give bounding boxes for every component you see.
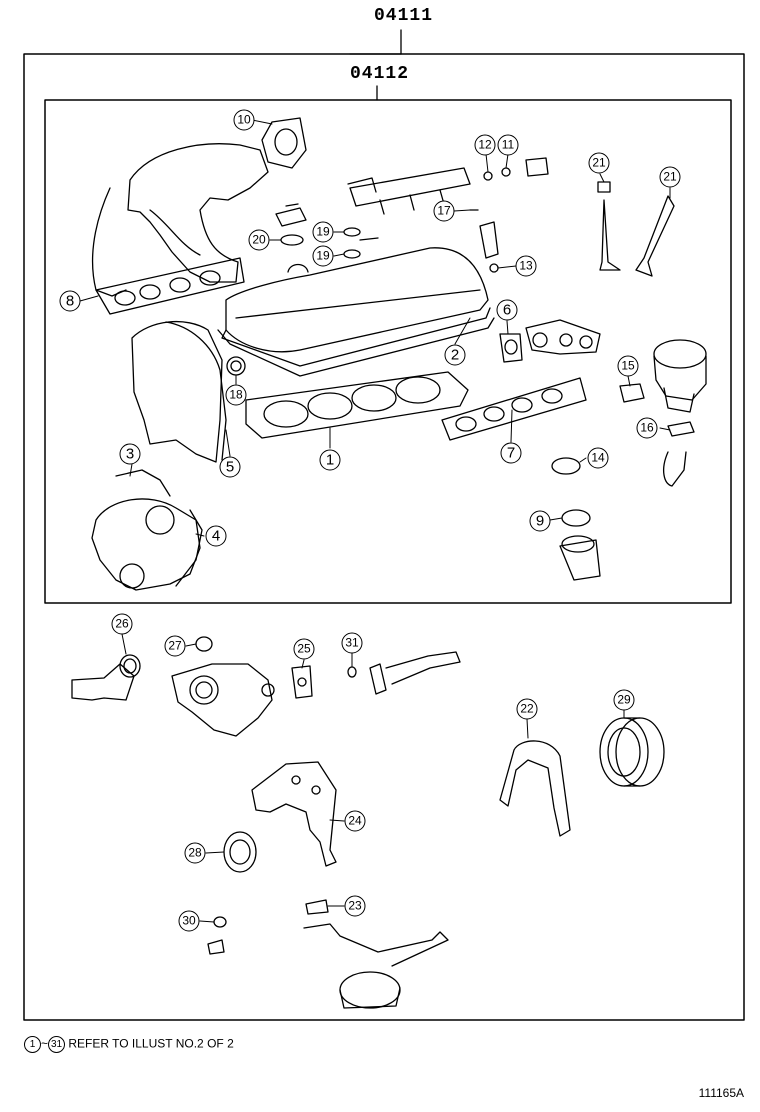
footer-note-text: REFER TO ILLUST NO.2 OF 2 (68, 1036, 234, 1051)
callout-18: 18 (225, 384, 247, 406)
oil-seal-retainer-drawing (499, 740, 571, 837)
callout-27: 27 (164, 635, 186, 657)
callout-10: 10 (233, 109, 255, 131)
callout-25: 25 (293, 638, 315, 660)
figure-id: 111165A (698, 1086, 744, 1100)
callout-31: 31 (341, 632, 363, 654)
callout-4: 4 (205, 525, 227, 547)
callout-3: 3 (119, 443, 141, 465)
footer-note: 1~31 REFER TO ILLUST NO.2 OF 2 (24, 1036, 234, 1053)
timing-belt-drawing (115, 469, 171, 497)
callout-23: 23 (344, 895, 366, 917)
kit-part-number: 04111 (374, 6, 434, 26)
callout-21a: 21 (588, 152, 610, 174)
callout-24: 24 (344, 810, 366, 832)
callout-8: 8 (59, 290, 81, 312)
sub-kit-part-number: 04112 (350, 64, 410, 84)
head-gasket-drawing (245, 371, 469, 439)
egr-valve-drawing (619, 339, 707, 487)
outer-kit-frame (23, 53, 745, 1021)
intake-manifold-drawing (91, 117, 307, 297)
callout-14: 14 (587, 447, 609, 469)
callout-9: 9 (529, 510, 551, 532)
callout-26: 26 (111, 613, 133, 635)
intake-gasket-drawing (95, 257, 245, 315)
range-separator: ~ (41, 1036, 49, 1051)
callout-16: 16 (636, 417, 658, 439)
callout-21b: 21 (659, 166, 681, 188)
head-cover-gasket-drawing (217, 317, 495, 377)
callout-15: 15 (617, 355, 639, 377)
callout-1: 1 (319, 449, 341, 471)
range-start-callout: 1 (24, 1036, 41, 1053)
valves-drawing (597, 181, 675, 277)
callout-19b: 19 (312, 245, 334, 267)
callout-20: 20 (248, 229, 270, 251)
oil-strainer-drawing (303, 899, 449, 1009)
callout-2: 2 (444, 344, 466, 366)
callout-17: 17 (433, 200, 455, 222)
range-end-callout: 31 (48, 1036, 66, 1053)
callout-30: 30 (178, 910, 200, 932)
callout-19a: 19 (312, 221, 334, 243)
water-pump-drawing (171, 663, 275, 737)
inner-kit-frame (44, 99, 732, 604)
callout-22: 22 (516, 698, 538, 720)
callout-12: 12 (474, 134, 496, 156)
callout-7: 7 (500, 442, 522, 464)
lower-timing-cover-drawing (91, 498, 203, 591)
callout-6: 6 (496, 299, 518, 321)
timing-gasket-drawing (251, 761, 337, 867)
callout-28: 28 (184, 842, 206, 864)
callout-29: 29 (613, 689, 635, 711)
callout-13: 13 (515, 255, 537, 277)
timing-cover-drawing (131, 320, 223, 463)
callout-11: 11 (497, 134, 519, 156)
oil-seal-29-drawing (599, 717, 665, 787)
callout-5: 5 (219, 456, 241, 478)
exhaust-manifold-drawing (441, 319, 601, 441)
